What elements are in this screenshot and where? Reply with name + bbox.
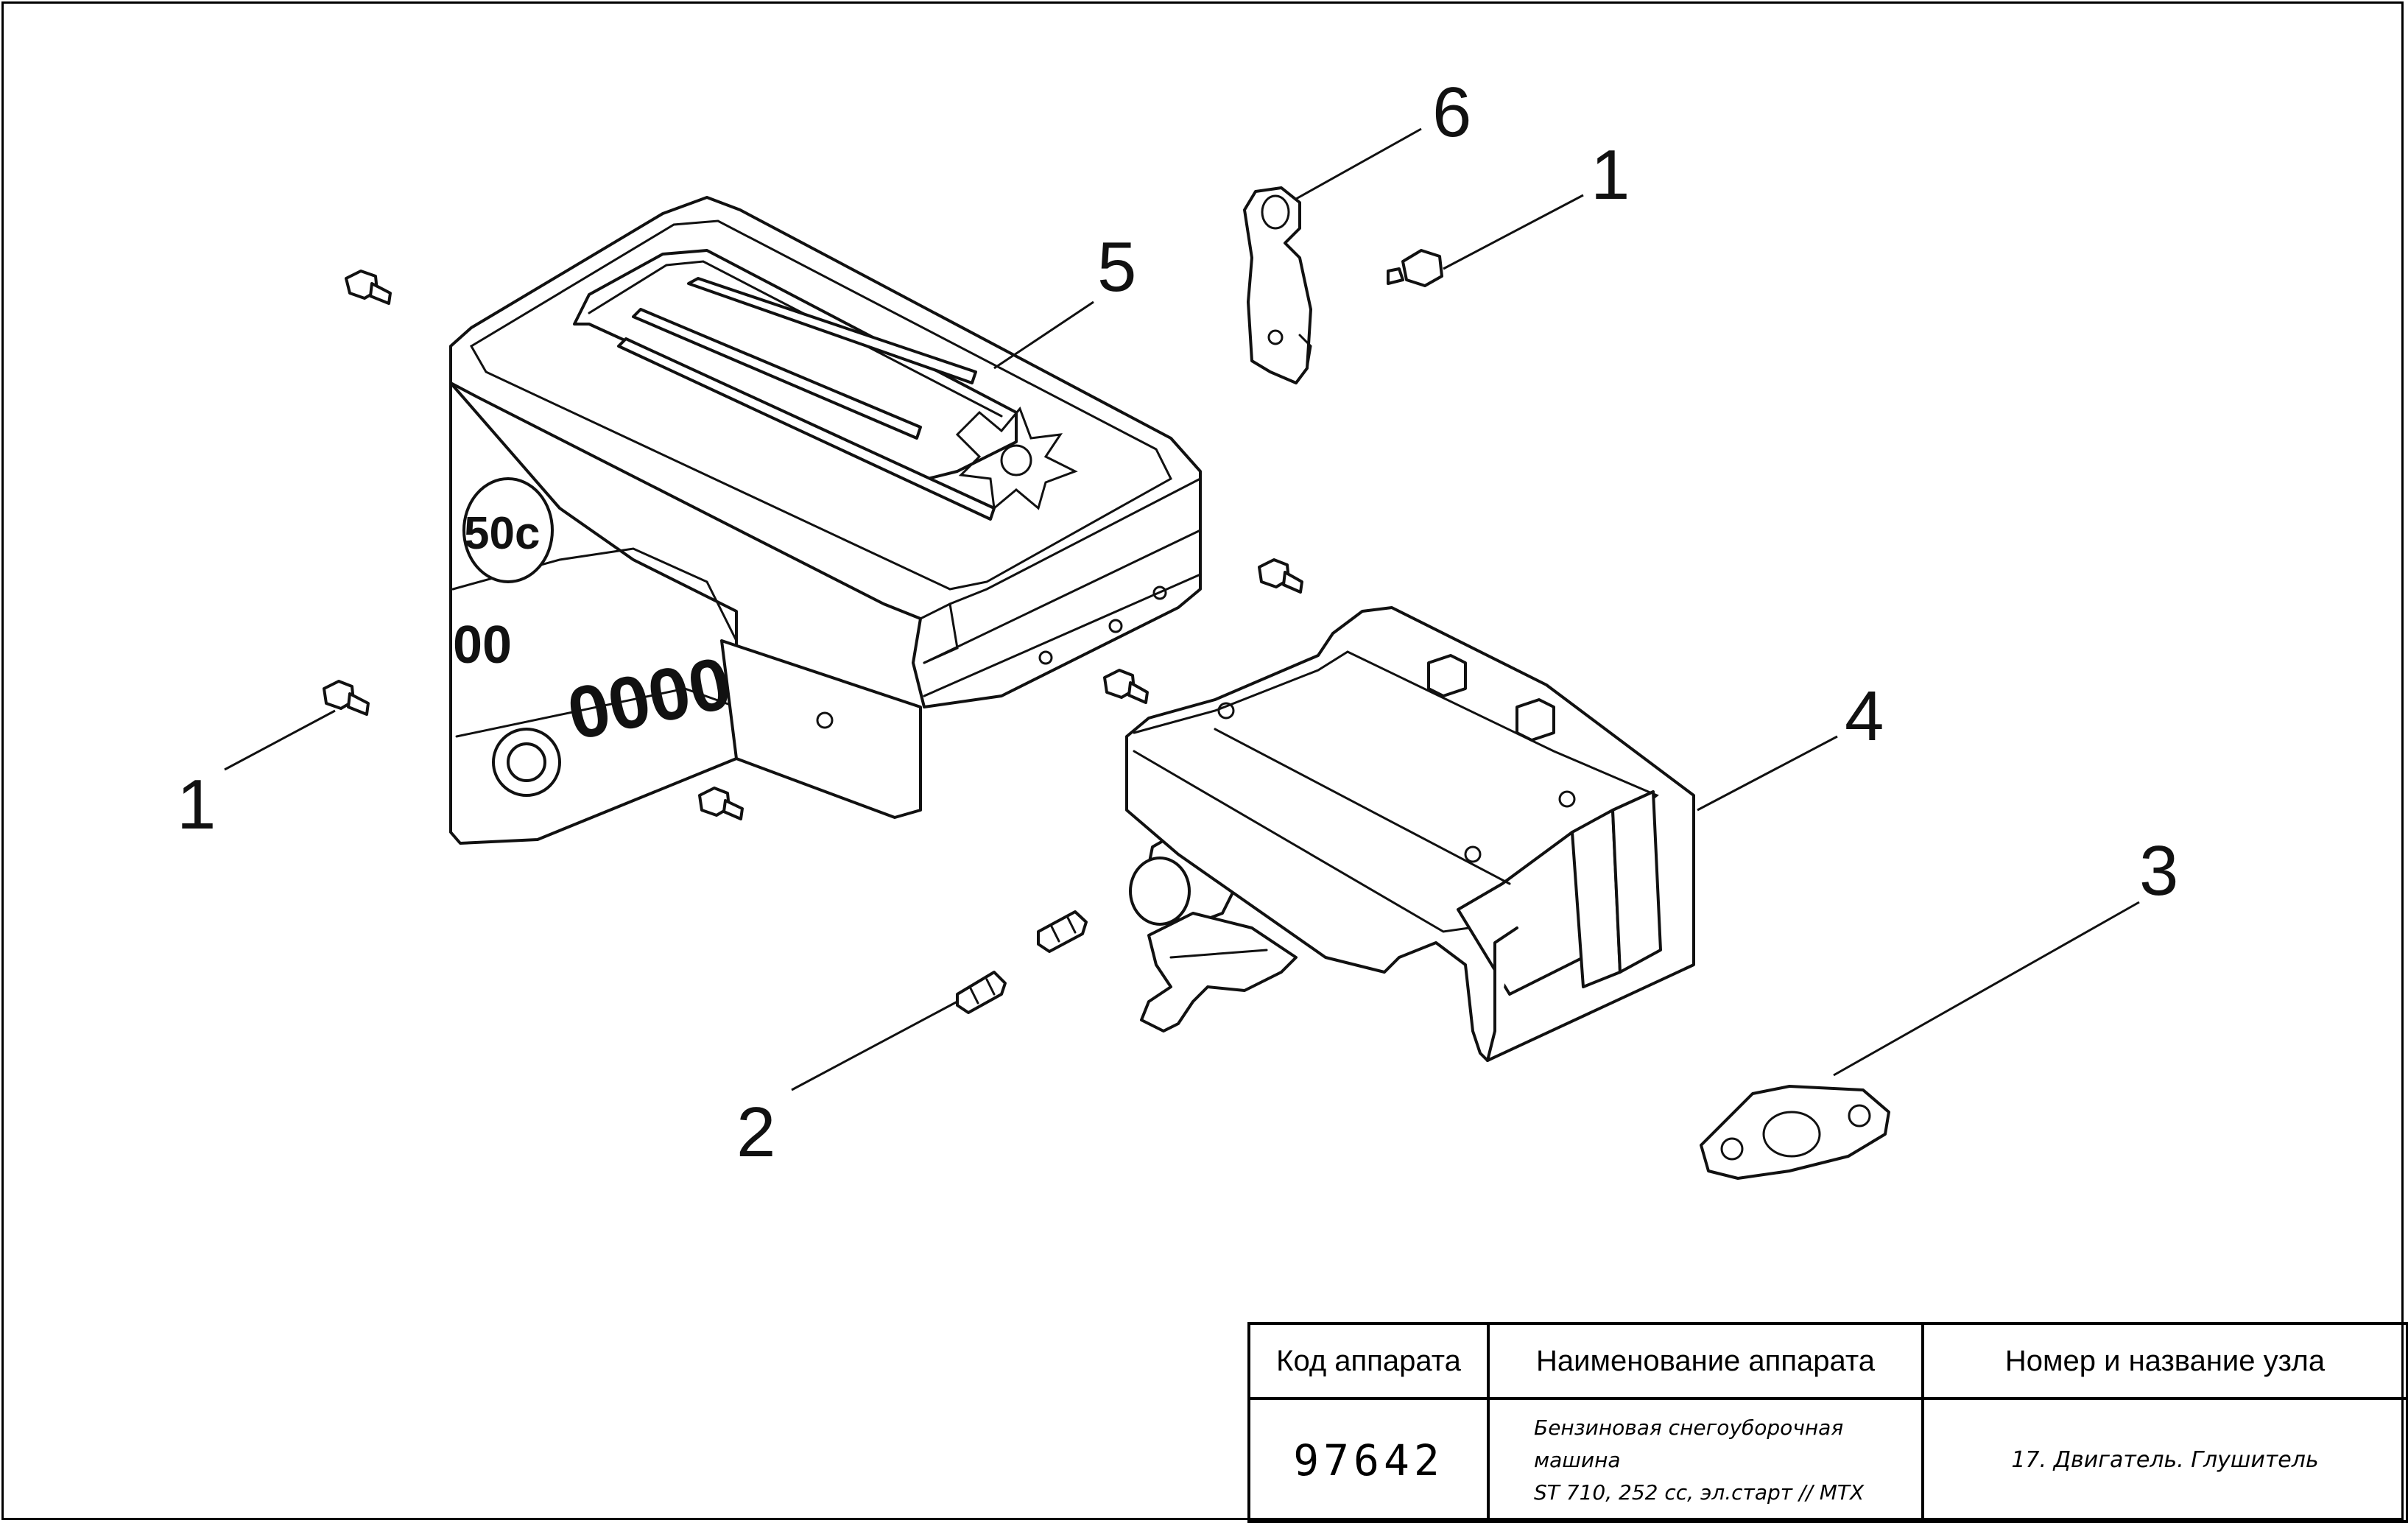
bolt-part-1-bottom (698, 787, 744, 820)
stud-part-2-b (1037, 910, 1088, 953)
header-code-label: Код аппарата (1247, 1322, 1490, 1400)
header-unit-label: Номер и название узла (1921, 1322, 2408, 1400)
unit-name: 17. Двигатель. Глушитель (1921, 1397, 2408, 1523)
callout-1-top: 1 (1591, 136, 1630, 214)
callout-4: 4 (1845, 677, 1884, 756)
leader-lines (224, 127, 2140, 1091)
muffler-cover-part-5: 50c 00 0000 (449, 196, 1202, 845)
bolt-part-1-mid-a (1258, 558, 1303, 594)
cover-side-slots-upper: 00 (453, 616, 512, 675)
muffler-part-4 (1125, 606, 1695, 1062)
bolt-part-1-left (323, 680, 370, 716)
bolt-part-1-mid-b (1103, 669, 1149, 704)
header-name-label: Наименование аппарата (1487, 1322, 1924, 1400)
callout-5: 5 (1097, 228, 1136, 306)
callout-6: 6 (1432, 73, 1471, 152)
device-name: Бензиновая снегоуборочная машина ST 710,… (1487, 1397, 1924, 1523)
cover-side-logo: 50c (464, 508, 540, 559)
stud-part-2-a (956, 971, 1007, 1014)
callout-2: 2 (736, 1093, 775, 1172)
device-code: 97642 (1247, 1397, 1490, 1523)
device-name-line-1: Бензиновая снегоуборочная машина (1534, 1415, 1844, 1472)
bolt-part-1-top-right (1387, 249, 1443, 287)
callout-1-left: 1 (177, 765, 216, 844)
bracket-part-6 (1243, 186, 1312, 384)
title-block: Код аппарата Наименование аппарата Номер… (1247, 1322, 2408, 1523)
callout-3: 3 (2139, 831, 2178, 910)
bolt-part-1-upper-left (345, 270, 392, 305)
device-name-line-2: ST 710, 252 cc, эл.старт // MTX (1534, 1480, 1865, 1505)
gasket-part-3 (1700, 1085, 1890, 1180)
